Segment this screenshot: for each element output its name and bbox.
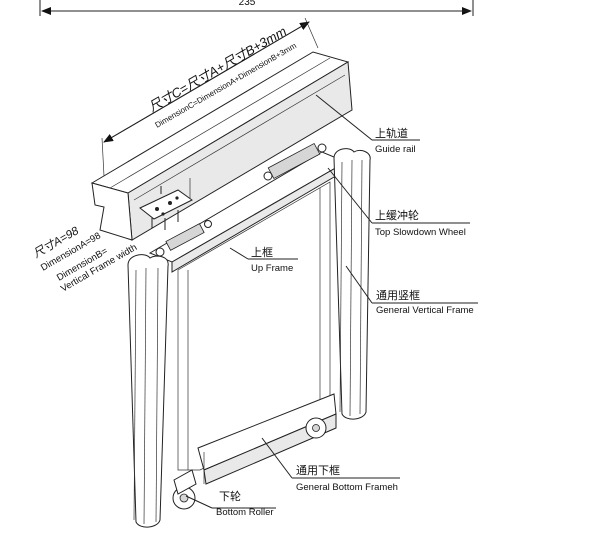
callout-up-frame-en: Up Frame (251, 263, 293, 274)
callout-guide-rail-zh: 上轨道 (375, 126, 408, 140)
callout-guide-rail-en: Guide rail (375, 144, 416, 155)
door-frame (127, 142, 371, 528)
callout-bottom-frame-zh: 通用下框 (296, 464, 340, 477)
callout-bottom-roller-zh: 下轮 (219, 489, 241, 503)
leaders (185, 94, 478, 509)
callout-up-frame: 上框 Up Frame (251, 246, 293, 274)
callout-vertical-frame-en: General Vertical Frame (376, 305, 474, 316)
dimension-c-line (101, 17, 319, 177)
callout-guide-rail: 上轨道 Guide rail (375, 126, 416, 155)
callout-vertical-frame-zh: 通用竖框 (376, 289, 420, 302)
top-dimension-label: 235 (239, 0, 256, 8)
callout-top-slowdown-wheel: 上缓冲轮 Top Slowdown Wheel (375, 208, 466, 238)
callout-bottom-roller: 下轮 Bottom Roller (216, 489, 274, 518)
top-dimension: 235 (39, 0, 474, 16)
callout-up-frame-zh: 上框 (251, 246, 273, 259)
callout-top-slowdown-en: Top Slowdown Wheel (375, 227, 466, 238)
callout-bottom-roller-en: Bottom Roller (216, 507, 274, 518)
callout-general-vertical-frame: 通用竖框 General Vertical Frame (376, 289, 474, 316)
callout-bottom-frame-en: General Bottom Frameh (296, 482, 398, 493)
mounting-bracket (139, 186, 193, 230)
callout-top-slowdown-zh: 上缓冲轮 (375, 208, 419, 222)
callout-general-bottom-frame: 通用下框 General Bottom Frameh (296, 464, 398, 493)
